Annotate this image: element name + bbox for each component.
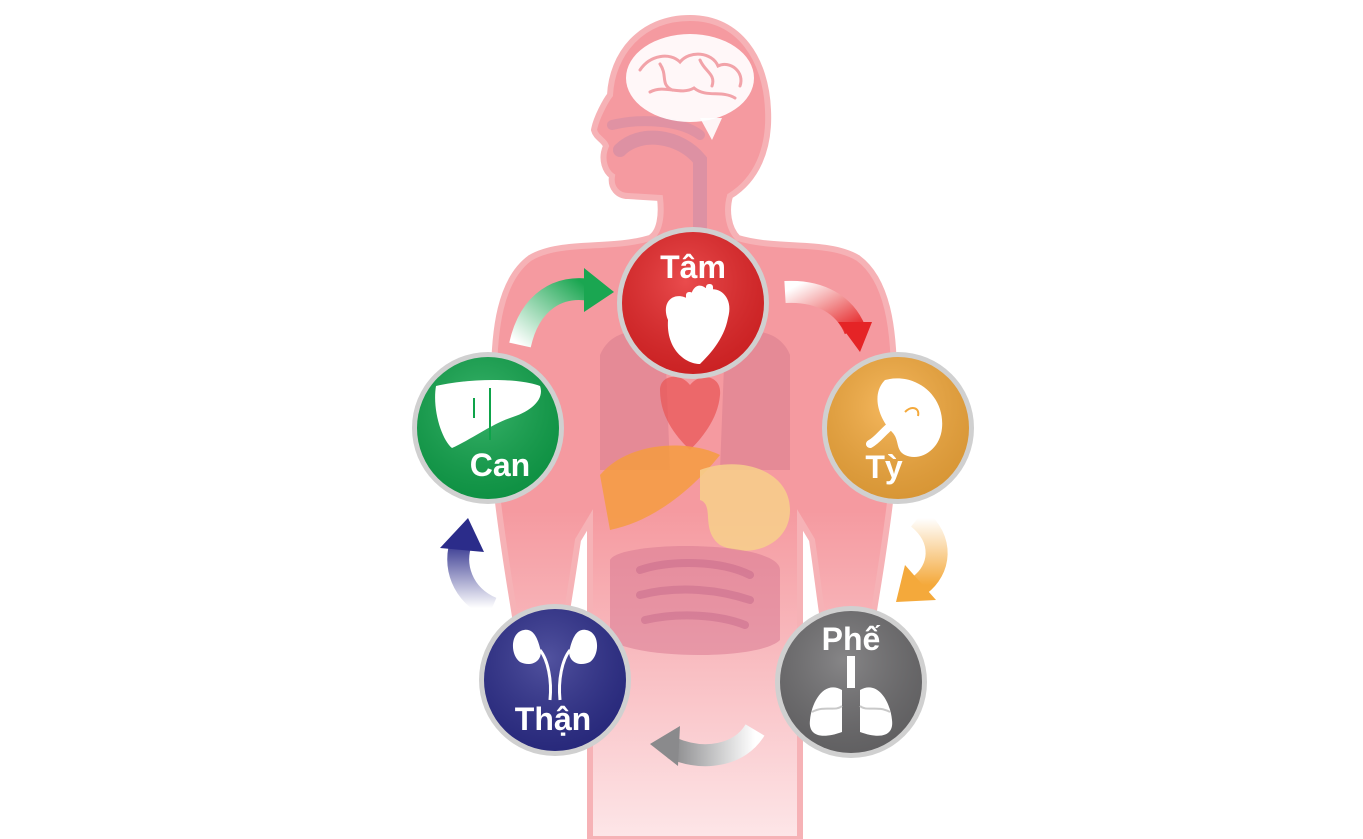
liver-icon — [435, 380, 541, 448]
lungs-icon — [809, 656, 893, 736]
cycle-arrow-tam-to-ty — [784, 280, 872, 352]
cycle-arrow-than-to-can — [440, 518, 498, 619]
organ-label-tam: Tâm — [660, 249, 726, 285]
spleen-icon — [866, 378, 943, 457]
organ-phe: Phế — [775, 606, 927, 758]
organ-label-than: Thận — [515, 701, 591, 737]
organ-can: Can — [412, 352, 564, 504]
kidneys-icon — [512, 629, 598, 701]
organ-label-can: Can — [470, 447, 530, 483]
internal-organs — [600, 331, 790, 655]
organ-label-ty: Tỳ — [865, 449, 903, 485]
heart-icon — [665, 284, 730, 364]
cycle-arrow-phe-to-than — [650, 723, 765, 767]
brain-icon — [626, 34, 754, 140]
organ-ty: Tỳ — [822, 352, 974, 504]
organ-tam: Tâm — [617, 227, 769, 379]
cycle-arrow-can-to-tam — [509, 268, 614, 348]
organ-label-phe: Phế — [822, 621, 881, 657]
organ-than: Thận — [479, 604, 631, 756]
cycle-arrow-ty-to-phe — [896, 509, 948, 602]
